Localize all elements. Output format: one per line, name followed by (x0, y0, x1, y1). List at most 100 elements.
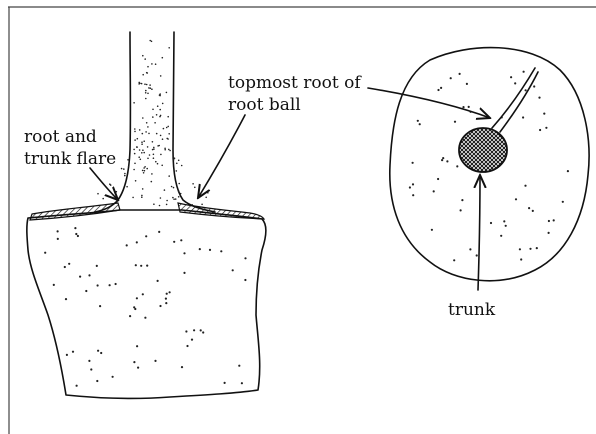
stipple-dot (454, 121, 456, 123)
stipple-dot (191, 339, 193, 341)
stipple-dot (460, 209, 462, 211)
stipple-dot (141, 141, 143, 143)
stipple-dot (149, 40, 151, 42)
root-ball-soil-dots (44, 227, 247, 387)
stipple-dot (159, 109, 161, 111)
stipple-dot (165, 302, 167, 304)
topmost-root-side-arrow (198, 115, 245, 198)
stipple-dot (155, 161, 157, 163)
trunk-side-outline-right (173, 32, 215, 212)
stipple-dot (88, 274, 90, 276)
stipple-dot (168, 47, 170, 49)
stipple-dot (146, 84, 148, 86)
stipple-dot (154, 360, 156, 362)
stipple-dot (169, 150, 171, 152)
stipple-dot (533, 85, 535, 87)
stipple-dot (146, 72, 148, 74)
stipple-dot (185, 330, 187, 332)
stipple-dot (161, 165, 163, 167)
stipple-dot (157, 163, 159, 165)
stipple-dot (201, 204, 203, 206)
stipple-dot (192, 183, 194, 185)
stipple-dot (156, 114, 158, 116)
stipple-dot (142, 74, 144, 76)
stipple-dot (181, 366, 183, 368)
stipple-dot (144, 317, 146, 319)
stipple-dot (220, 250, 222, 252)
stipple-dot (150, 87, 152, 89)
stipple-dot (178, 190, 180, 192)
stipple-dot (159, 305, 161, 307)
stipple-dot (90, 368, 92, 370)
stipple-dot (209, 249, 211, 251)
stipple-dot (123, 168, 125, 170)
stipple-dot (142, 149, 144, 151)
stipple-dot (164, 148, 166, 150)
stipple-dot (97, 284, 99, 286)
stipple-dot (538, 97, 540, 99)
stipple-dot (160, 154, 162, 156)
stipple-dot (166, 92, 168, 94)
stipple-dot (66, 354, 68, 356)
stipple-dot (133, 306, 135, 308)
stipple-dot (194, 187, 196, 189)
stipple-dot (468, 106, 470, 108)
stipple-dot (469, 248, 471, 250)
stipple-dot (176, 163, 178, 165)
stipple-dot (175, 198, 177, 200)
stipple-dot (157, 280, 159, 282)
stipple-dot (525, 89, 527, 91)
stipple-dot (567, 170, 569, 172)
stipple-dot (53, 284, 55, 286)
stipple-dot (145, 92, 147, 94)
stipple-dot (100, 352, 102, 354)
stipple-dot (141, 195, 143, 197)
stipple-dot (99, 305, 101, 307)
stipple-dot (145, 90, 147, 92)
stipple-dot (124, 173, 126, 175)
stipple-dot (96, 380, 98, 382)
root-ball-outline (27, 210, 266, 398)
stipple-dot (134, 153, 136, 155)
stipple-dot (461, 199, 463, 201)
stipple-dot (503, 220, 505, 222)
stipple-dot (147, 93, 149, 95)
stipple-dot (446, 160, 448, 162)
trunk-arrow (478, 175, 480, 290)
stipple-dot (412, 194, 414, 196)
stipple-dot (142, 188, 144, 190)
stipple-dot (77, 235, 79, 237)
stipple-dot (143, 152, 145, 154)
stipple-dot (166, 127, 168, 129)
stipple-dot (522, 116, 524, 118)
stipple-dot (174, 157, 176, 159)
stipple-dot (165, 298, 167, 300)
stipple-dot (176, 170, 178, 172)
stipple-dot (167, 126, 169, 128)
stipple-dot (126, 244, 128, 246)
stipple-dot (159, 94, 161, 96)
stipple-dot (459, 73, 461, 75)
stipple-dot (548, 232, 550, 234)
stipple-dot (510, 76, 512, 78)
stipple-dot (169, 291, 171, 293)
stipple-dot (437, 89, 439, 91)
stipple-dot (152, 141, 154, 143)
trunk-stipple (97, 40, 209, 207)
stipple-dot (148, 87, 150, 89)
stipple-dot (134, 128, 136, 130)
stipple-dot (142, 55, 144, 57)
stipple-dot (163, 128, 165, 130)
stipple-dot (162, 138, 164, 140)
stipple-dot (442, 157, 444, 159)
stipple-dot (135, 180, 137, 182)
stipple-dot (244, 257, 246, 259)
stipple-dot (437, 178, 439, 180)
stipple-dot (155, 63, 157, 65)
stipple-dot (180, 193, 182, 195)
stipple-dot (202, 331, 204, 333)
stipple-dot (142, 133, 144, 135)
stipple-dot (168, 149, 170, 151)
stipple-dot (160, 135, 162, 137)
